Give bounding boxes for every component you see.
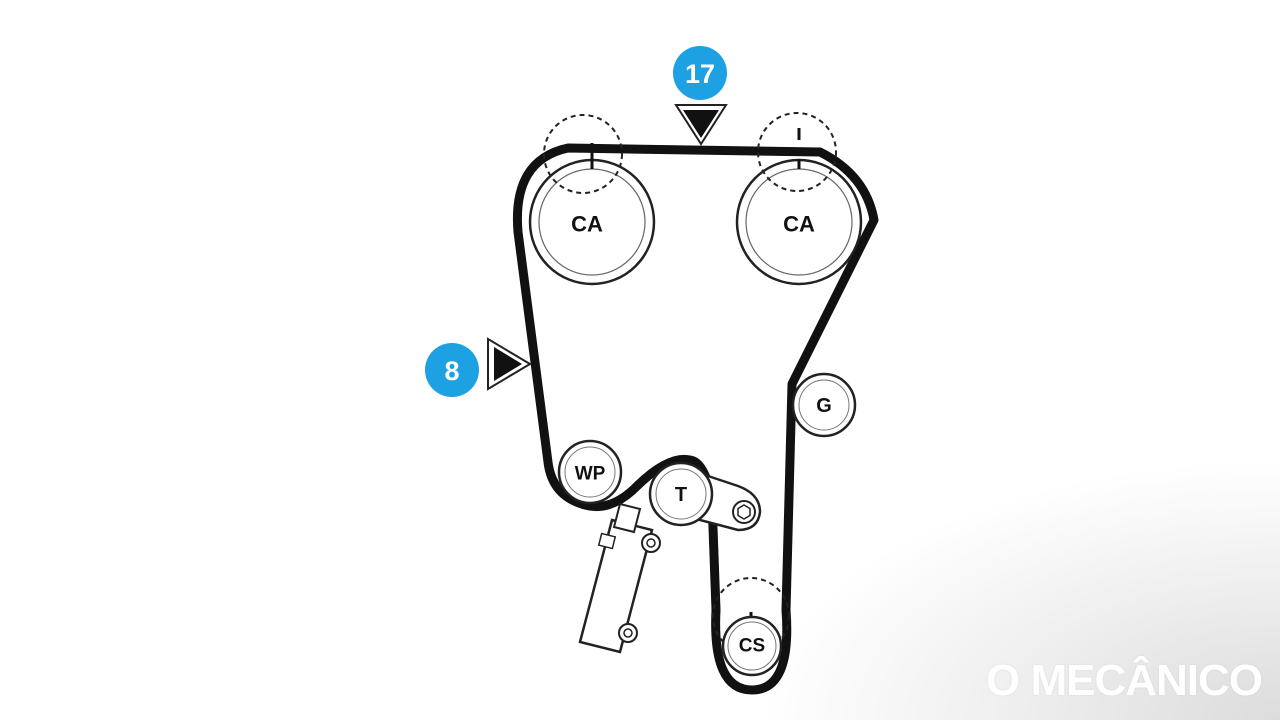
- generator-pulley: G: [791, 372, 857, 438]
- tensioner-pulley: T: [648, 461, 714, 527]
- camshaft-right-label: CA: [783, 212, 815, 237]
- water-pump-pulley: WP: [557, 439, 623, 505]
- camshaft-left-label: CA: [571, 212, 603, 237]
- callout-left: 8: [425, 343, 479, 397]
- water-pump-label: WP: [575, 464, 606, 485]
- top-arrow-marker: [674, 104, 728, 146]
- hydraulic-tensioner: [578, 502, 661, 654]
- callout-top: 17: [673, 46, 727, 100]
- callout-left-number: 8: [444, 356, 459, 386]
- camshaft-pulley-right: CA: [735, 112, 863, 286]
- tensioner-label: T: [675, 484, 687, 506]
- crankshaft-label: CS: [739, 636, 765, 657]
- timing-belt: [512, 143, 879, 695]
- watermark-logo: O MECÂNICO: [986, 656, 1263, 705]
- left-arrow-marker: [487, 337, 532, 391]
- crankshaft-pulley: CS: [712, 577, 790, 677]
- callout-top-number: 17: [685, 59, 715, 89]
- generator-label: G: [816, 395, 832, 417]
- camshaft-pulley-left: CA: [528, 114, 656, 286]
